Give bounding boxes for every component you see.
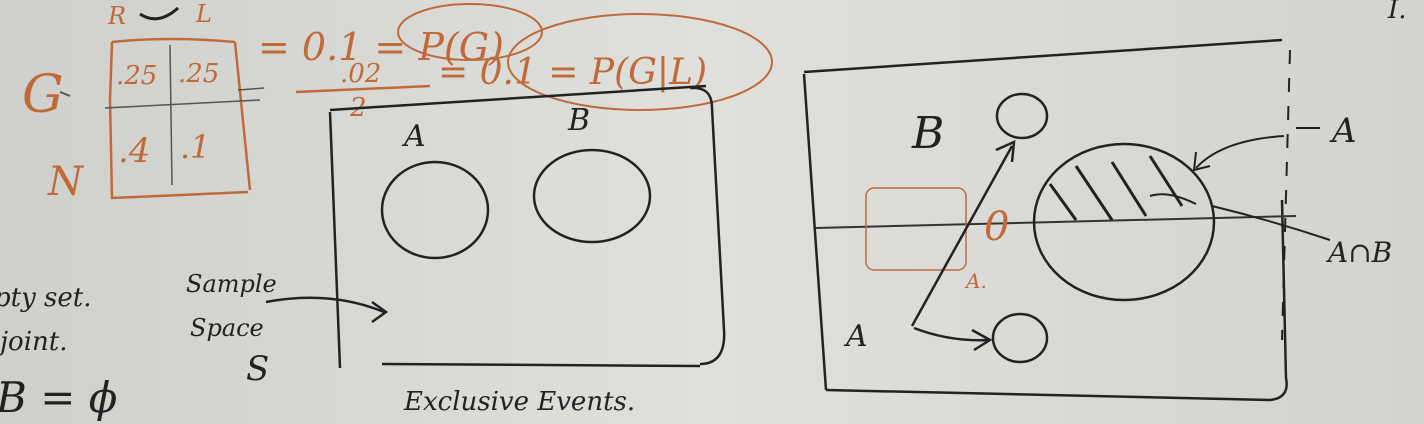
cell-gl: .25 xyxy=(178,59,219,89)
partial-note-empty-set: pty set. xyxy=(0,283,92,313)
line-to-b xyxy=(910,145,1014,327)
col-label-l: L xyxy=(195,0,212,28)
hatch-arrow xyxy=(1149,193,1197,205)
sample-label: Sample xyxy=(186,270,277,298)
pgl-circle xyxy=(507,13,773,111)
space-label: Space xyxy=(190,314,264,342)
hatch-marks xyxy=(1048,155,1184,221)
line-to-a xyxy=(913,326,991,342)
equation-pg: = 0.1 = P(G) xyxy=(258,25,504,69)
event-a-label: A xyxy=(401,119,426,154)
dashed-divider xyxy=(1281,49,1291,341)
arrow-head-b xyxy=(995,139,1016,163)
right-sample-space-box xyxy=(802,38,1288,402)
sample-space-arrow xyxy=(265,296,385,314)
a-pointer-head xyxy=(1192,151,1211,172)
right-label-a-left: A xyxy=(843,319,868,354)
event-b-circle xyxy=(532,148,652,244)
orange-a-label: A. xyxy=(964,269,987,293)
horizontal-line xyxy=(815,215,1297,229)
arrow-head xyxy=(371,300,389,324)
sample-space-box xyxy=(328,84,726,369)
right-label-a: A xyxy=(1329,111,1357,151)
sample-space-symbol: S xyxy=(246,349,269,389)
intersection-label: A∩B xyxy=(1325,236,1392,269)
a-small-circle xyxy=(991,312,1049,364)
event-a-circle xyxy=(380,160,490,260)
orange-zero: 0 xyxy=(984,204,1009,250)
exclusive-events-caption: Exclusive Events. xyxy=(403,387,635,417)
probability-table xyxy=(59,37,265,200)
row-label-g: G xyxy=(22,65,64,125)
arrow-head-a xyxy=(971,328,993,352)
partial-note-b-empty: B = ϕ xyxy=(0,373,117,422)
row-label-n: N xyxy=(47,159,85,205)
col-label-r: R xyxy=(107,2,126,30)
cell-nl: .1 xyxy=(180,128,211,166)
fraction-bar xyxy=(295,84,431,94)
cell-gr: .25 xyxy=(116,61,157,91)
pg-circle xyxy=(397,3,543,61)
a-pointer-arrow xyxy=(1195,135,1285,169)
corner-mark: I. xyxy=(1387,0,1407,25)
b-small-circle xyxy=(995,92,1049,140)
event-a-ellipse xyxy=(1032,142,1216,302)
cell-nr: .4 xyxy=(118,131,150,171)
intersection-pointer xyxy=(1211,205,1331,241)
arc-mark xyxy=(139,6,180,21)
partial-note-disjoint: joint. xyxy=(0,327,68,357)
fraction-numerator: .02 xyxy=(340,59,381,89)
equation-pgl: = 0.1 = P(G|L) xyxy=(438,52,707,93)
event-b-label: B xyxy=(567,103,590,138)
right-label-b: B xyxy=(911,108,944,159)
